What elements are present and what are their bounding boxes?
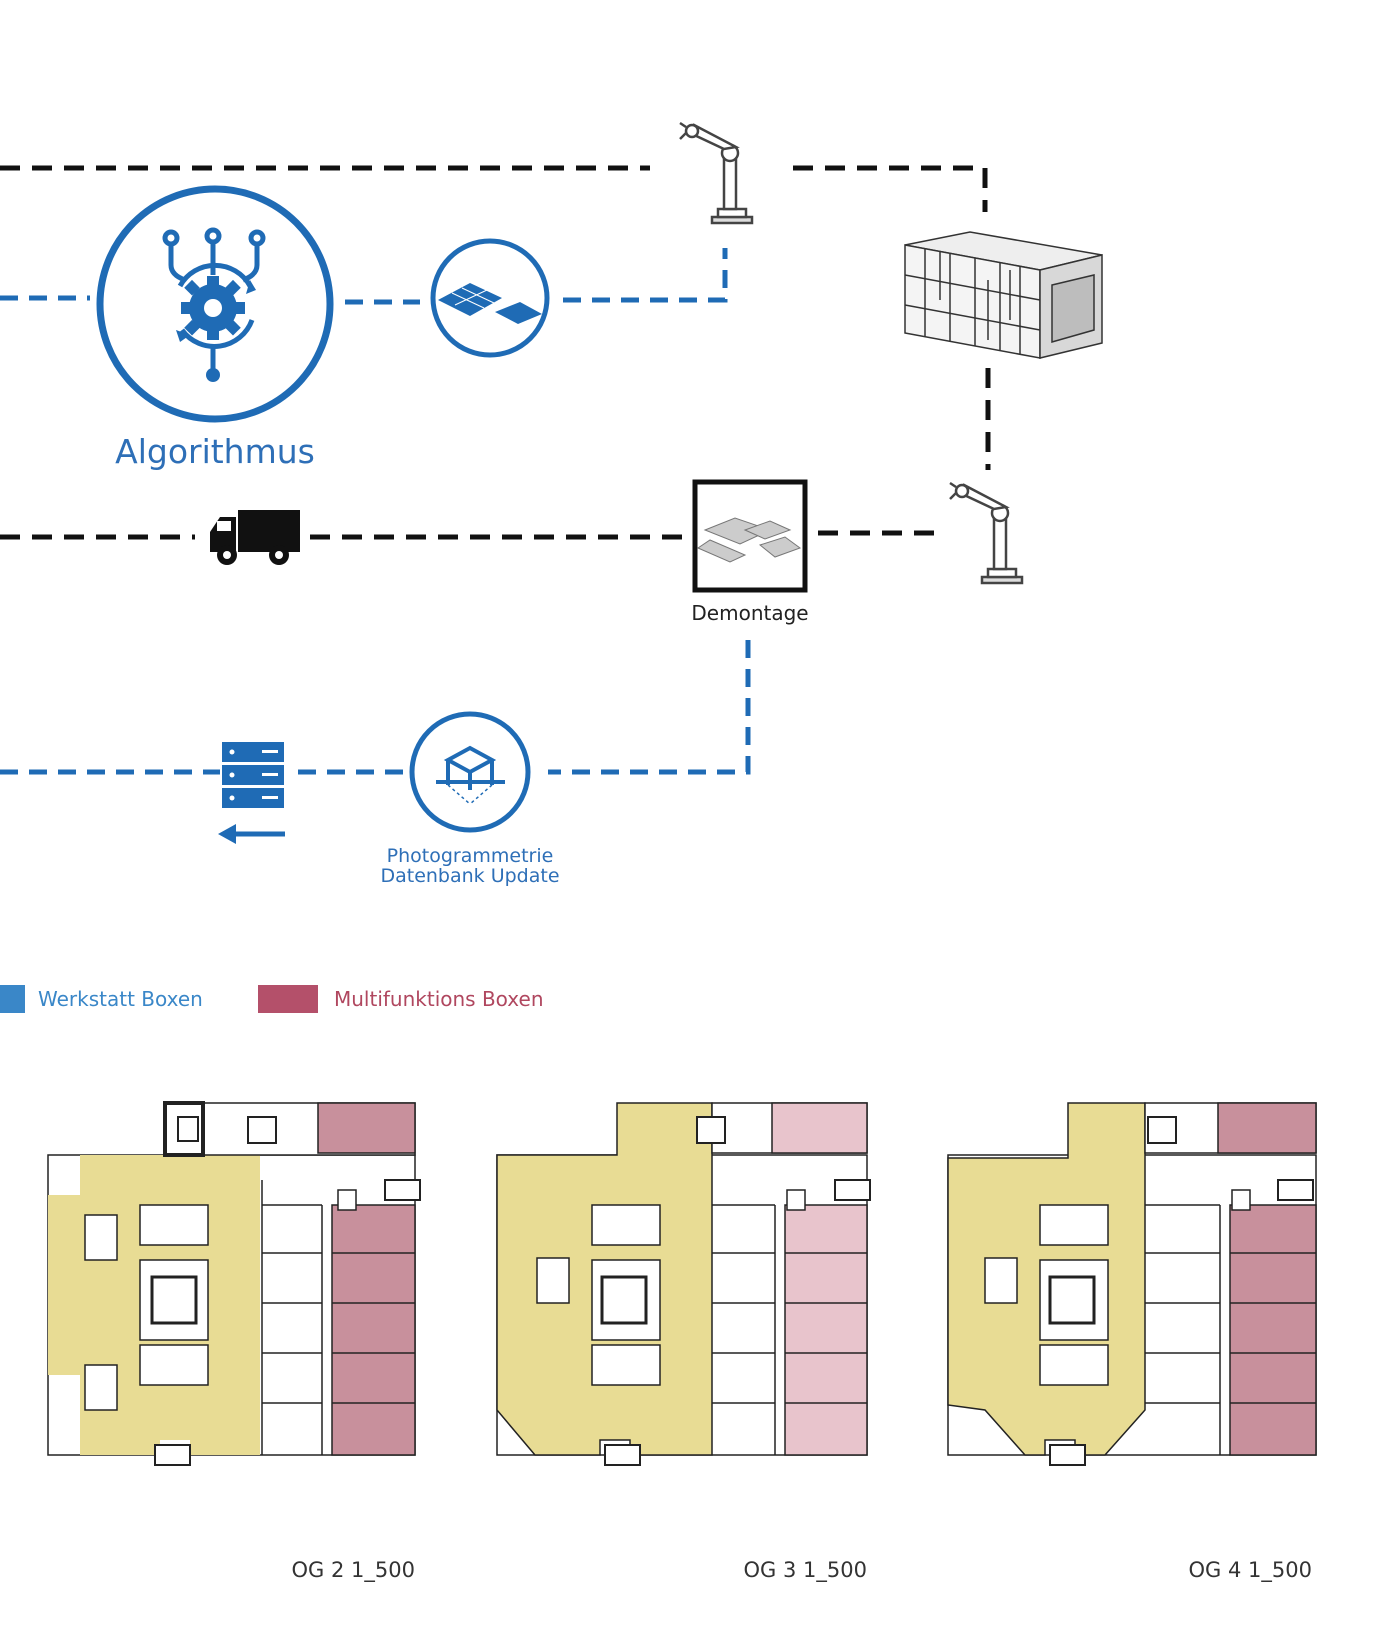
plan-label-og2: OG 2 1_500 (292, 1558, 415, 1583)
photogrammetry-label-line2: Datenbank Update (380, 865, 559, 887)
dismantle-label: Demontage (691, 601, 808, 625)
plan-label-og4: OG 4 1_500 (1189, 1558, 1312, 1583)
plan-label-og3: OG 3 1_500 (744, 1558, 867, 1583)
photogrammetry-icon (409, 711, 531, 833)
robot-arm-icon (679, 121, 754, 225)
legend-swatch-workshop (0, 985, 25, 1013)
blue-flow-lines (0, 248, 751, 775)
algorithm-icon (96, 185, 334, 423)
legend: Werkstatt Boxen Multifunktions Boxen (0, 985, 544, 1013)
arrow-left-icon (218, 824, 285, 844)
photogrammetry-label-line1: Photogrammetrie (387, 845, 554, 867)
truck-icon (210, 510, 300, 565)
database-server-icon (222, 742, 284, 808)
legend-swatch-multi (258, 985, 318, 1013)
panel-layout-icon (430, 238, 550, 358)
black-flow-lines (0, 165, 991, 540)
legend-label-multi: Multifunktions Boxen (334, 987, 544, 1011)
floor-plan-og4 (947, 1102, 1317, 1466)
robot-arm-icon (949, 481, 1024, 585)
algorithm-label: Algorithmus (115, 432, 315, 471)
floor-plan-og2 (47, 1101, 421, 1466)
dismantle-box (692, 479, 808, 593)
floor-plan-og3 (496, 1102, 871, 1466)
module-box-icon (904, 231, 1103, 359)
legend-label-workshop: Werkstatt Boxen (38, 987, 203, 1011)
